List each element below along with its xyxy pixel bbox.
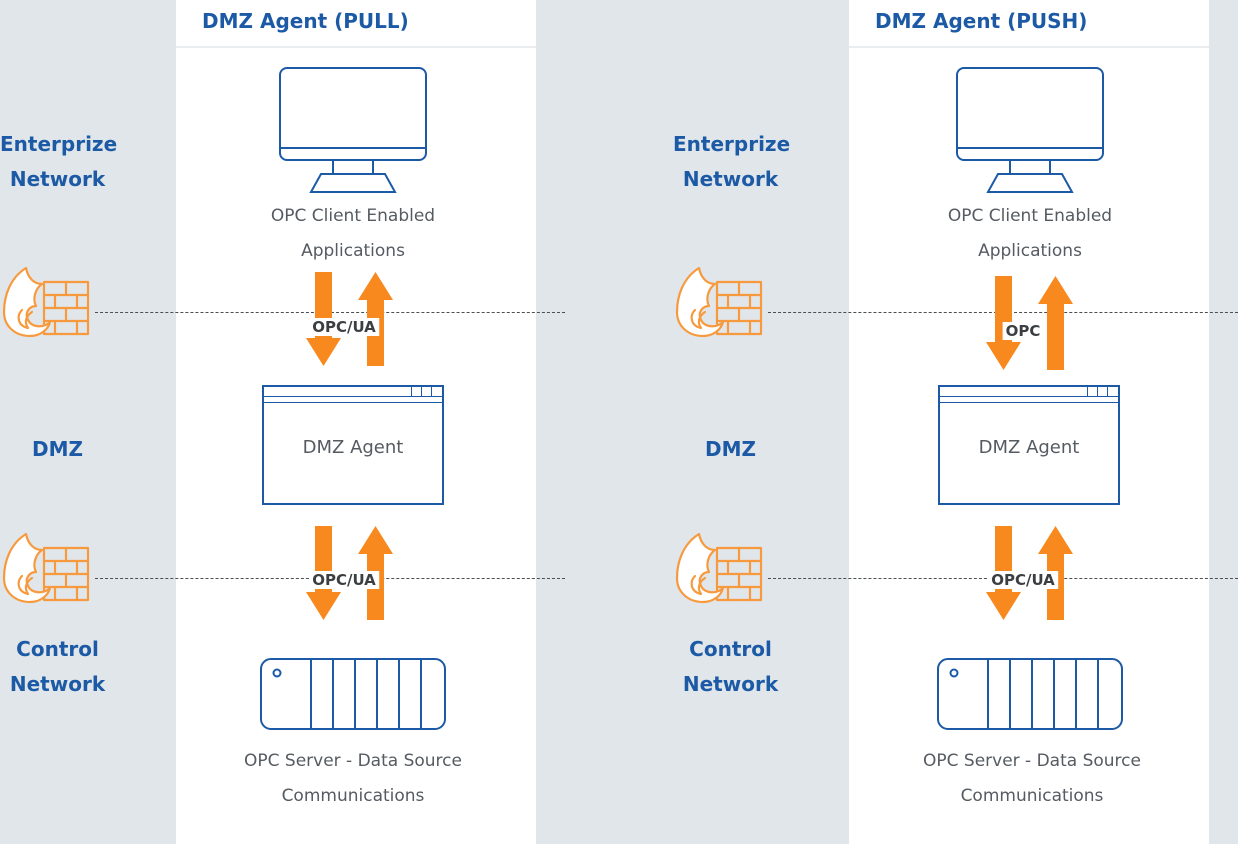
agent-label: DMZ Agent bbox=[302, 437, 404, 458]
protocol-label: OPC/UA bbox=[309, 571, 379, 589]
server-rack-icon bbox=[260, 658, 446, 730]
zone-label-dmz: DMZ bbox=[704, 437, 756, 461]
protocol-label: OPC bbox=[1002, 322, 1044, 340]
window-icon: DMZ Agent bbox=[938, 385, 1120, 505]
agent-label: DMZ Agent bbox=[978, 437, 1080, 458]
monitor-icon bbox=[279, 67, 427, 193]
server-rack-icon bbox=[937, 658, 1123, 730]
panel-header: DMZ Agent (PULL) bbox=[176, 0, 536, 48]
firewall-icon bbox=[2, 532, 90, 604]
zone-label-dmz: DMZ bbox=[31, 437, 83, 461]
bidirectional-arrows-icon bbox=[986, 276, 1073, 370]
protocol-label: OPC/UA bbox=[988, 571, 1058, 589]
panel-header: DMZ Agent (PUSH) bbox=[849, 0, 1209, 48]
panel-title: DMZ Agent (PULL) bbox=[202, 9, 409, 33]
firewall-icon bbox=[2, 266, 90, 338]
firewall-icon bbox=[675, 532, 763, 604]
protocol-label: OPC/UA bbox=[309, 318, 379, 336]
panel-title: DMZ Agent (PUSH) bbox=[875, 9, 1088, 33]
monitor-icon bbox=[956, 67, 1104, 193]
window-icon: DMZ Agent bbox=[262, 385, 444, 505]
firewall-icon bbox=[675, 266, 763, 338]
